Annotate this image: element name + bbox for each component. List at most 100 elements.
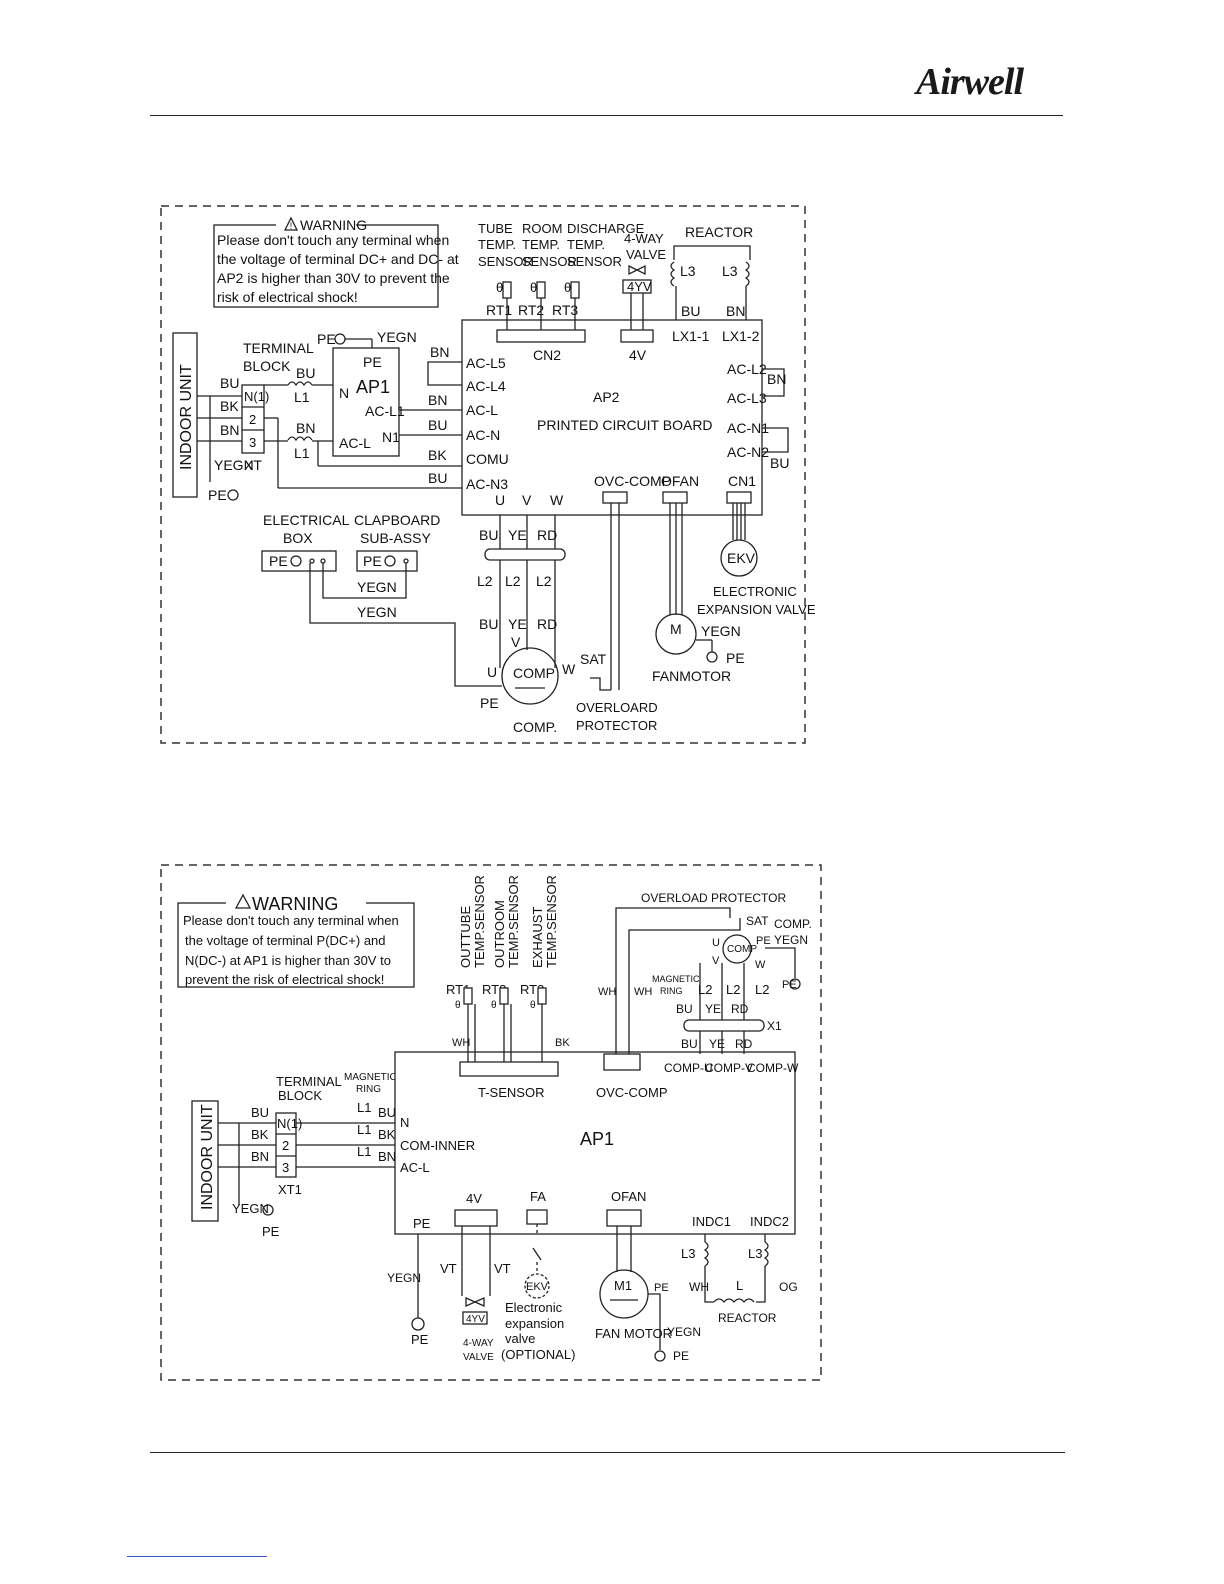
- d2-ekv-line-4: (OPTIONAL): [501, 1347, 575, 1362]
- reactor-lx1-2: LX1-2: [722, 328, 760, 344]
- comp-pe: PE: [480, 695, 499, 711]
- indc2-label: INDC2: [750, 1214, 789, 1229]
- sensor-2-line-3: SENSOR: [522, 254, 577, 269]
- valve-line-2: VALVE: [626, 247, 666, 262]
- d2-theta-2: θ: [491, 1000, 497, 1011]
- indoor-unit-box: [172, 332, 198, 498]
- clapboard: [356, 550, 418, 572]
- d2-thermistor-1: [463, 987, 473, 1005]
- ap2-comu: COMU: [466, 451, 509, 467]
- comp-mag-line-1: MAGNETIC: [652, 974, 700, 984]
- reactor-bn: BN: [726, 303, 745, 319]
- d2-wire-bu: BU: [251, 1105, 269, 1120]
- clapboard-pe: PE: [363, 553, 382, 569]
- d2-valve-code: 4YV: [466, 1314, 485, 1325]
- ap1-n: N: [339, 385, 349, 401]
- d2-comp-rd: RD: [731, 1002, 749, 1016]
- 4v-connector: [620, 329, 654, 343]
- ap2-acn1: AC-N1: [727, 420, 769, 436]
- d2-comp-bu: BU: [676, 1002, 693, 1016]
- wiring-diagram-2: WARNING Please don't touch any terminal …: [160, 864, 822, 1381]
- d2-sat: SAT: [746, 914, 769, 928]
- coil-l1-top: [287, 381, 313, 387]
- d2-4v-label: 4V: [466, 1191, 482, 1206]
- reactor-l3a: L3: [680, 263, 696, 279]
- d2-yegn: YEGN: [232, 1201, 269, 1216]
- theta-1: θ: [496, 280, 503, 295]
- ap2-wire-bk: BK: [428, 447, 447, 463]
- d2-4v-connector: [454, 1209, 498, 1227]
- d2-vt-1: VT: [440, 1261, 457, 1276]
- d2-vt-2: VT: [494, 1261, 511, 1276]
- warning-box-2: WARNING Please don't touch any terminal …: [177, 893, 415, 988]
- comp-wire-bu-top: BU: [479, 527, 498, 543]
- warning-2-line-4: prevent the risk of electrical shock!: [185, 972, 384, 987]
- indc1-label: INDC1: [692, 1214, 731, 1229]
- warning-2-line-3: N(DC-) at AP1 is higher than 30V to: [185, 953, 391, 968]
- rt1: RT1: [486, 302, 512, 318]
- reactor-lx1-1: LX1-1: [672, 328, 710, 344]
- valve-icon: [628, 264, 646, 276]
- d2-wire-bk: BK: [251, 1127, 269, 1142]
- rt3: RT3: [552, 302, 578, 318]
- ap2-acn: AC-N: [466, 427, 500, 443]
- reactor-l3b: L3: [722, 263, 738, 279]
- cn2-connector: [496, 329, 586, 343]
- d2-ekv-line-1: Electronic: [505, 1300, 563, 1315]
- xt1-label: XT1: [278, 1182, 302, 1197]
- ap1-yegn: YEGN: [377, 329, 417, 345]
- indoor-unit-label: INDOOR UNIT: [178, 364, 195, 470]
- terminal-2: 2: [249, 412, 256, 427]
- ap2-box: [461, 319, 763, 516]
- comp-v-2: V: [712, 955, 720, 967]
- sensor-3-line-1: DISCHARGE: [567, 221, 645, 236]
- d2-bottom-pe: PE: [411, 1332, 429, 1347]
- comp-u-conn: COMP-U: [664, 1061, 713, 1075]
- d2-reactor-wh: WH: [689, 1280, 709, 1294]
- d2-comp2-ye: YE: [709, 1037, 725, 1051]
- ap1-name-2: AP1: [580, 1129, 614, 1149]
- sensor-group: TUBE TEMP. SENSOR ROOM TEMP. SENSOR DISC…: [478, 221, 645, 363]
- overload-line-1: OVERLOARD: [576, 700, 658, 715]
- comp-u-2: U: [712, 937, 720, 949]
- d2-wire-bn: BN: [251, 1149, 269, 1164]
- wire-yegn: YEGN: [214, 457, 254, 473]
- reactor-title: REACTOR: [685, 224, 753, 240]
- ap1-acl: AC-L: [339, 435, 371, 451]
- fan-yegn: YEGN: [701, 623, 741, 639]
- xt-label: XT: [244, 457, 262, 473]
- compressor-motor: [501, 647, 559, 705]
- d2-reactor-l: [713, 1298, 755, 1304]
- d2-comp-coil-1: L2: [698, 982, 712, 997]
- ovc-comp-label: OVC-COMP: [594, 473, 671, 489]
- d2-fan-pe: PE: [654, 1282, 669, 1294]
- d2-wire-right-bn: BN: [378, 1149, 396, 1164]
- elec-box-pe: PE: [269, 553, 288, 569]
- yegn-1: YEGN: [357, 579, 397, 595]
- comp-wire-ye-top: YE: [508, 527, 527, 543]
- terminal-block-label-2: BLOCK: [243, 358, 291, 374]
- thermistor-3: [570, 281, 580, 299]
- comp-label: COMP.: [513, 719, 557, 735]
- d2-wire-right-bu: BU: [378, 1105, 396, 1120]
- clapboard-line-2: SUB-ASSY: [360, 530, 431, 546]
- indoor-unit-label-2: INDOOR UNIT: [199, 1104, 216, 1210]
- d2-comp-coil-2: L2: [726, 982, 740, 997]
- ekv-line-2: EXPANSION VALVE: [697, 602, 816, 617]
- ap1-pe-2: PE: [413, 1216, 431, 1231]
- d2-l3a: L3: [681, 1246, 695, 1261]
- coil-l1a: L1: [294, 389, 310, 405]
- fan-m: M: [670, 621, 682, 637]
- reactor-coil-2: [744, 261, 750, 287]
- warning-2-line-1: Please don't touch any terminal when: [183, 913, 399, 928]
- ap2-acl3: AC-L3: [727, 390, 767, 406]
- sensor-3-line-2: TEMP.: [567, 237, 605, 252]
- warning-line-3: AP2 is higher than 30V to prevent the: [217, 270, 450, 286]
- comp-label-2: COMP.: [774, 917, 812, 931]
- d2-reactor-label: REACTOR: [718, 1311, 777, 1325]
- valve-line-1: 4-WAY: [624, 231, 664, 246]
- comp-coil-2: L2: [505, 573, 521, 589]
- ground-icon-2: [262, 1204, 274, 1216]
- d2-l3b: L3: [748, 1246, 762, 1261]
